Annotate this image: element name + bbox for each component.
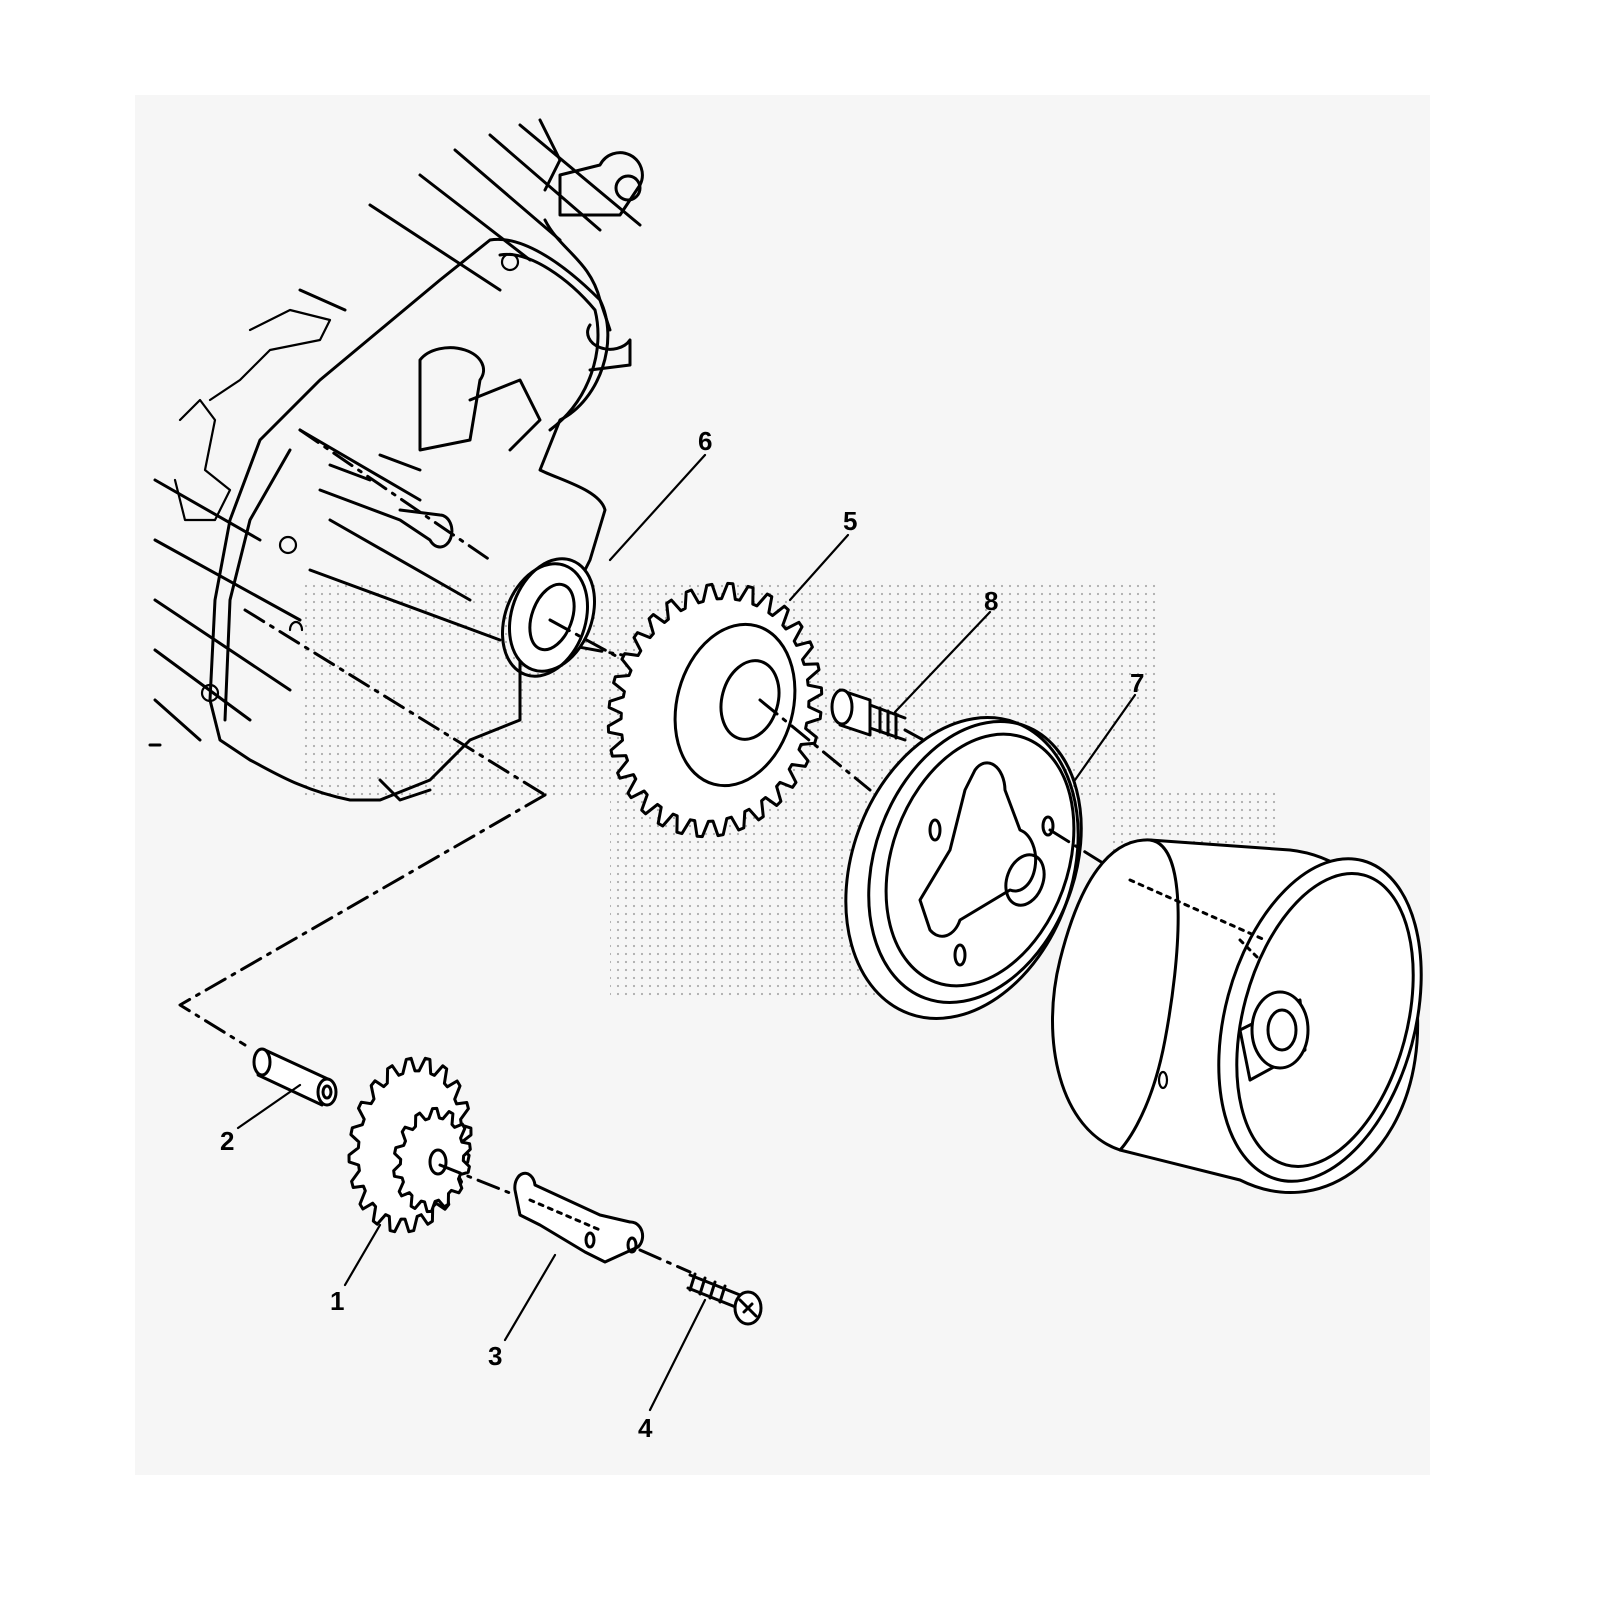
callout-1: 1 <box>330 1286 344 1316</box>
screw <box>686 1272 763 1326</box>
gear-small <box>347 1056 517 1234</box>
leader-3 <box>503 1253 557 1342</box>
callouts: 6 5 8 7 2 1 3 4 <box>220 426 1144 1443</box>
leader-5 <box>788 533 850 602</box>
callout-2: 2 <box>220 1126 234 1156</box>
leader-8 <box>893 610 992 714</box>
callout-3: 3 <box>488 1341 502 1371</box>
pin <box>252 1047 338 1107</box>
leader-1 <box>343 1223 382 1287</box>
gear-large <box>606 581 872 839</box>
callout-5: 5 <box>843 506 857 536</box>
seal <box>500 557 662 682</box>
flywheel <box>1051 838 1423 1195</box>
callout-4: 4 <box>638 1413 653 1443</box>
leader-7 <box>1073 693 1137 782</box>
leader-6 <box>608 453 707 562</box>
assembly-line <box>178 793 547 1047</box>
leader-2 <box>236 1083 302 1130</box>
bolt <box>830 688 962 762</box>
callout-6: 6 <box>698 426 712 456</box>
callout-7: 7 <box>1130 668 1144 698</box>
bracket <box>513 1171 692 1274</box>
crankcase <box>148 118 652 802</box>
callout-8: 8 <box>984 586 998 616</box>
leader-4 <box>648 1298 707 1412</box>
rotor-plate <box>844 716 1132 1020</box>
